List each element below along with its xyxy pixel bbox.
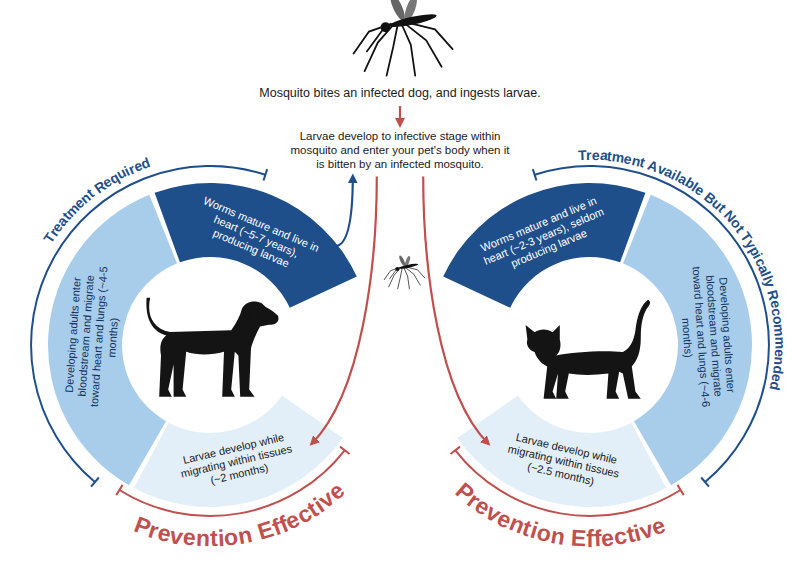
arc-letter: o (771, 315, 786, 325)
node-text: Worms mature and live in heart (~5-7 yea… (185, 191, 327, 281)
cat-silhouette (526, 300, 650, 399)
node-text: Mosquito bites an infected dog, and inge… (214, 86, 586, 101)
arrow-connector (399, 106, 401, 125)
ring-segment: Worms mature and live in heart (~2-3 yea… (468, 188, 619, 285)
arrow-connector (335, 176, 353, 246)
arc-letter: f (586, 528, 594, 551)
arrow-connector (312, 176, 377, 443)
arc-letter: e (182, 526, 197, 550)
ring-band (457, 396, 666, 507)
arc-letter: m (773, 337, 787, 350)
ring-band (443, 183, 645, 308)
dog-ear (249, 303, 257, 326)
node-text: Developing adults enter bloodstream and … (675, 259, 738, 414)
arc-letter: e (773, 349, 787, 357)
ring-segment: Larvae develop while migrating within ti… (492, 426, 633, 499)
arc-letter: T (578, 148, 587, 162)
ring-segment: Developing adults enter bloodstream and … (59, 255, 127, 419)
arc-letter: t (210, 527, 218, 550)
ring-segment: Larvae develop while migrating within ti… (166, 426, 307, 499)
ring-group (31, 166, 769, 516)
ring-segment: Worms mature and live in heart (~5-7 yea… (180, 188, 331, 285)
arc-letter: E (570, 527, 587, 551)
arc-letter: m (772, 324, 787, 337)
node-text: Larvae develop to infective stage within… (288, 130, 512, 171)
arc-letter: n (195, 527, 210, 550)
node-text: Developing adults enter bloodstream and … (62, 259, 125, 414)
ring-band (155, 183, 357, 308)
mosquito-icon (354, 0, 453, 76)
node-text: Worms mature and live in heart (~2-3 yea… (473, 191, 615, 281)
node-text: Larvae develop while migrating within ti… (171, 428, 304, 495)
ring-segment: Developing adults enter bloodstream and … (673, 255, 741, 419)
ring-band (134, 396, 343, 507)
node-text: Larvae develop while migrating within ti… (497, 428, 630, 495)
arc-letter: e (592, 148, 600, 162)
arc-letter: r (586, 148, 592, 162)
mosquito-icon (384, 255, 425, 289)
caption-text-block: Larvae develop to infective stage within… (284, 128, 516, 173)
dog-silhouette (146, 298, 278, 397)
arc-letter: n (549, 524, 567, 549)
arrow-connector (423, 176, 488, 443)
caption-text-block: Mosquito bites an infected dog, and inge… (210, 84, 590, 103)
arc-letter: n (236, 523, 254, 548)
